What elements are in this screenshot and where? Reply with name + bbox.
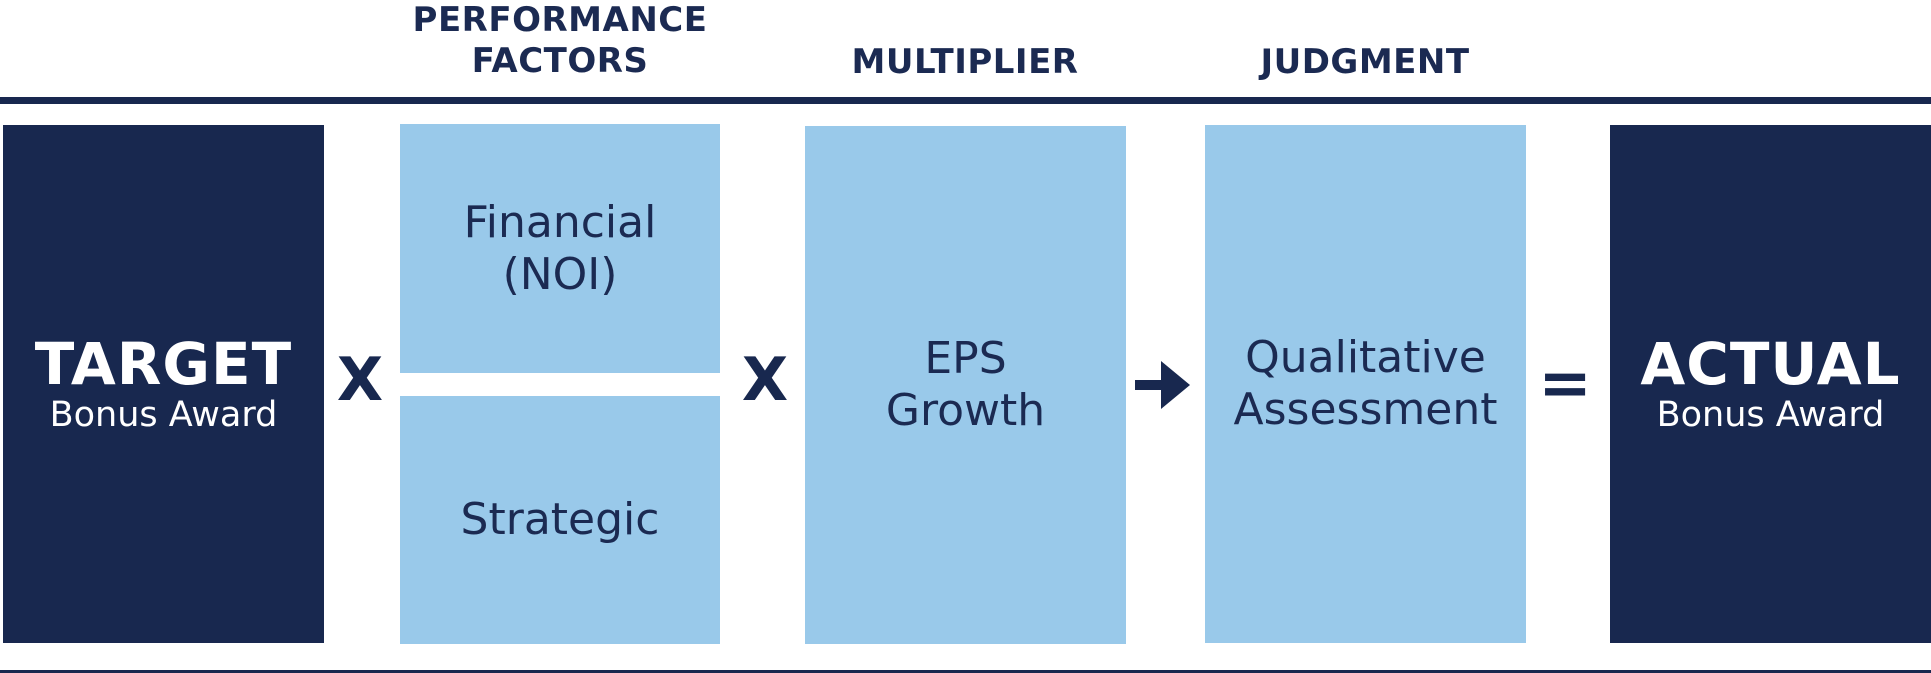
bottom-divider-rule: [0, 670, 1931, 673]
arrow-right-icon: [1135, 361, 1190, 409]
financial-factor-label: Financial (NOI): [463, 196, 657, 300]
actual-bonus-box: ACTUAL Bonus Award: [1610, 125, 1931, 643]
multiply-operator-2: X: [741, 345, 789, 415]
qualitative-assessment-label: Qualitative Assessment: [1233, 332, 1498, 435]
header-performance-factors: PERFORMANCE FACTORS: [412, 0, 708, 81]
actual-title: ACTUAL: [1640, 330, 1901, 398]
equals-operator: =: [1538, 347, 1592, 421]
qualitative-assessment-box: Qualitative Assessment: [1205, 125, 1526, 643]
header-judgment: JUDGMENT: [1260, 42, 1470, 82]
target-title: TARGET: [34, 330, 293, 398]
strategic-factor-label: Strategic: [460, 494, 660, 545]
header-multiplier: MULTIPLIER: [851, 42, 1079, 82]
top-divider-rule: [0, 97, 1931, 104]
target-bonus-box: TARGET Bonus Award: [3, 125, 324, 643]
eps-growth-label: EPS Growth: [885, 333, 1046, 436]
multiply-operator-1: X: [336, 345, 384, 415]
strategic-factor-box: Strategic: [400, 396, 720, 644]
target-subtitle: Bonus Award: [49, 395, 278, 435]
eps-growth-box: EPS Growth: [805, 126, 1126, 644]
actual-subtitle: Bonus Award: [1656, 395, 1885, 435]
financial-factor-box: Financial (NOI): [400, 124, 720, 373]
